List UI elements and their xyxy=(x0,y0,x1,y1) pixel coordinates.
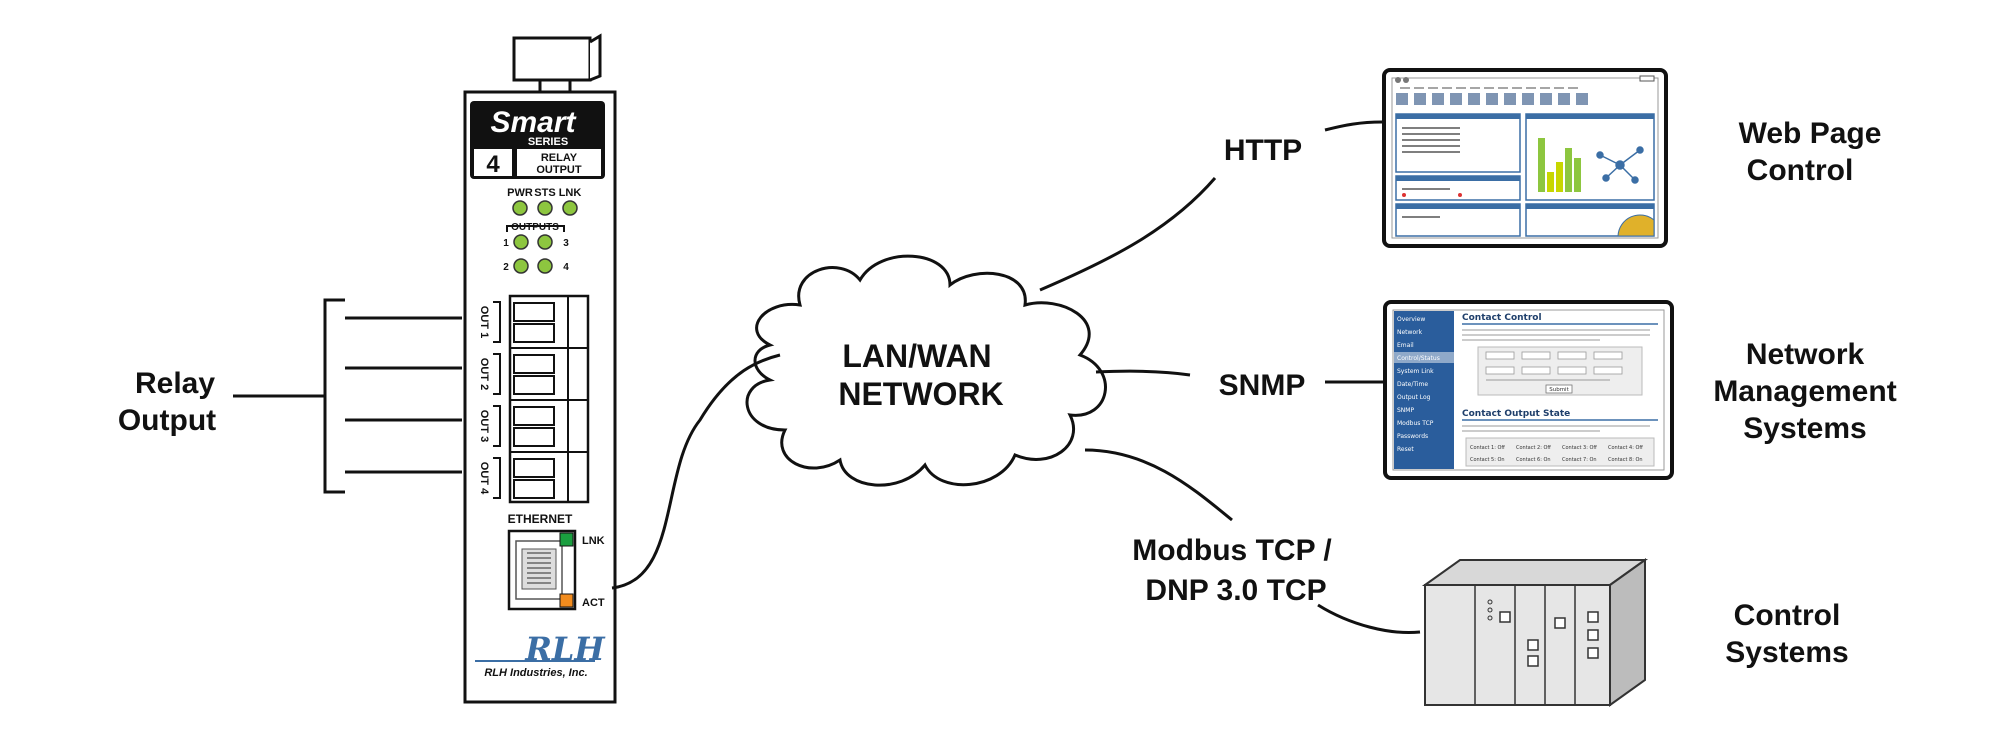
snmp-menu-item: Email xyxy=(1397,342,1414,349)
snmp-menu-item: Modbus TCP xyxy=(1397,420,1434,427)
contact-state: Contact 7: On xyxy=(1562,457,1597,463)
contact-state: Contact 4: Off xyxy=(1608,445,1643,451)
control-systems-label-line1: Control xyxy=(1734,599,1841,632)
sts-led xyxy=(537,200,553,216)
cloud-label-line1: LAN/WAN xyxy=(842,338,991,374)
cloud-to-modbus-line xyxy=(1084,448,1233,522)
terminal-label-out1: OUT 1 xyxy=(478,306,490,338)
output-number-1: 1 xyxy=(503,238,509,249)
output-led-3 xyxy=(537,234,553,250)
ethernet-lnk-led xyxy=(559,532,574,547)
web-page-label-line1: Web Page xyxy=(1739,117,1882,150)
cloud-label-line2: NETWORK xyxy=(838,376,1003,412)
control-systems-label-line2: Systems xyxy=(1725,636,1848,669)
snmp-menu-item: Reset xyxy=(1397,446,1414,453)
cloud-to-snmp-line xyxy=(1095,369,1191,377)
modbus-to-control-line xyxy=(1317,603,1421,634)
terminal-block xyxy=(508,294,590,504)
outputs-label: OUTPUTS xyxy=(511,222,559,233)
protocol-modbus-label-line1: Modbus TCP / xyxy=(1132,534,1332,567)
snmp-menu: Overview Network Email Control/Status Sy… xyxy=(1394,316,1454,453)
lnk-led xyxy=(562,200,578,216)
output-led-4 xyxy=(537,258,553,274)
device-top-connector xyxy=(512,36,592,82)
device-brand: Smart xyxy=(490,106,577,139)
pwr-led xyxy=(512,200,528,216)
company-name: RLH Industries, Inc. xyxy=(484,667,587,679)
relay-output-label-line1: Relay xyxy=(135,367,215,400)
contact-state: Contact 1: Off xyxy=(1470,445,1505,451)
snmp-monitor: Overview Network Email Control/Status Sy… xyxy=(1383,300,1674,480)
contact-state: Contact 8: On xyxy=(1608,457,1643,463)
ethernet-label: ETHERNET xyxy=(508,512,573,526)
terminal-label-out3: OUT 3 xyxy=(478,410,490,442)
relay-device: Smart SERIES 4 RELAY OUTPUT PWR STS LNK … xyxy=(463,33,617,704)
ethernet-act-led xyxy=(559,593,574,608)
device-series: SERIES xyxy=(528,136,568,148)
nms-label-line3: Systems xyxy=(1743,412,1866,445)
connection-lines xyxy=(611,120,1421,634)
http-to-web-line xyxy=(1324,120,1383,132)
output-number-4: 4 xyxy=(563,262,569,273)
snmp-menu-item: System Link xyxy=(1397,368,1434,375)
device-type-line1: RELAY xyxy=(541,152,578,164)
rlh-logo: RLH xyxy=(524,630,606,668)
snmp-menu-item: Overview xyxy=(1397,316,1425,323)
output-led-2 xyxy=(513,258,529,274)
led-label-sts: STS xyxy=(534,187,555,199)
snmp-title: Contact Control xyxy=(1462,313,1542,323)
contact-state: Contact 6: On xyxy=(1516,457,1551,463)
device-number: 4 xyxy=(486,151,500,178)
terminal-label-out4: OUT 4 xyxy=(478,462,490,495)
terminal-label-out2: OUT 2 xyxy=(478,358,490,390)
snmp-subtitle: Contact Output State xyxy=(1462,409,1570,419)
protocol-http-label: HTTP xyxy=(1224,134,1302,167)
snmp-menu-item-active: Control/Status xyxy=(1397,355,1440,362)
snmp-menu-item: Date/Time xyxy=(1397,381,1428,388)
output-number-3: 3 xyxy=(563,238,569,249)
device-type-line2: OUTPUT xyxy=(536,164,582,176)
relay-output-wiring xyxy=(233,298,462,494)
plc-rack xyxy=(1421,558,1649,707)
led-label-pwr: PWR xyxy=(507,187,533,199)
led-label-lnk: LNK xyxy=(559,187,582,199)
snmp-menu-item: SNMP xyxy=(1397,407,1414,414)
contact-state: Contact 2: Off xyxy=(1516,445,1551,451)
contact-state: Contact 3: Off xyxy=(1562,445,1597,451)
ethernet-lnk-label: LNK xyxy=(582,535,605,547)
web-page-label-line2: Control xyxy=(1747,154,1854,187)
nms-label-line2: Management xyxy=(1713,375,1896,408)
snmp-menu-item: Output Log xyxy=(1397,394,1431,401)
snmp-submit-button: Submit xyxy=(1549,387,1569,393)
lan-wan-cloud xyxy=(745,254,1107,487)
protocol-snmp-label: SNMP xyxy=(1219,369,1306,402)
ethernet-act-label: ACT xyxy=(582,597,605,609)
output-number-2: 2 xyxy=(503,262,509,273)
nms-label-line1: Network xyxy=(1746,338,1865,371)
snmp-menu-item: Network xyxy=(1397,329,1423,336)
contact-state: Contact 5: On xyxy=(1470,457,1505,463)
cloud-to-http-line xyxy=(1039,177,1217,292)
relay-output-label-line2: Output xyxy=(118,404,216,437)
web-page-monitor xyxy=(1382,68,1668,248)
protocol-dnp-label-line2: DNP 3.0 TCP xyxy=(1145,574,1326,607)
snmp-menu-item: Passwords xyxy=(1397,433,1428,440)
output-led-1 xyxy=(513,234,529,250)
device-to-cloud-line xyxy=(611,353,781,590)
